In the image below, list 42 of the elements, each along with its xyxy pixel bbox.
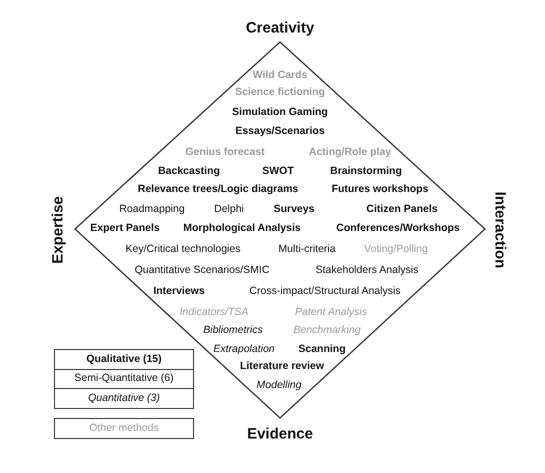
method-label: Delphi: [214, 204, 244, 216]
method-label: Science fictioning: [235, 87, 325, 99]
method-label: Indicators/TSA: [180, 307, 248, 319]
legend-entry: Qualitative (15): [54, 349, 194, 370]
method-label: Key/Critical technologies: [126, 244, 240, 256]
method-label: Morphological Analysis: [183, 223, 301, 235]
method-label: Simulation Gaming: [232, 107, 328, 119]
axis-label: Evidence: [247, 426, 313, 442]
method-label: Backcasting: [158, 166, 220, 178]
method-label: Wild Cards: [252, 70, 308, 82]
axis-label: Interaction: [492, 192, 508, 268]
legend-entry: Quantitative (3): [54, 389, 194, 409]
method-label: Futures workshops: [332, 184, 428, 196]
axis-label: Creativity: [246, 20, 314, 36]
method-label: Brainstorming: [330, 166, 402, 178]
axis-label: Expertise: [50, 196, 66, 264]
method-label: Multi-criteria: [278, 244, 336, 256]
method-label: Conferences/Workshops: [336, 223, 460, 235]
method-label: Modelling: [256, 380, 302, 392]
method-label: Acting/Role play: [308, 147, 392, 159]
method-label: Essays/Scenarios: [235, 126, 325, 138]
method-label: Citizen Panels: [366, 204, 438, 216]
method-label: Benchmarking: [293, 325, 361, 337]
method-label: Roadmapping: [119, 204, 185, 216]
method-label: Bibliometrics: [203, 325, 263, 337]
method-label: Genius forecast: [185, 147, 265, 159]
method-label: Voting/Polling: [364, 244, 428, 256]
method-label: Relevance trees/Logic diagrams: [138, 184, 298, 196]
diamond-outline: [74, 41, 486, 419]
legend-entry: Other methods: [54, 418, 194, 439]
method-label: Extrapolation: [213, 344, 275, 356]
method-label: Expert Panels: [90, 223, 160, 235]
method-label: Surveys: [274, 204, 314, 216]
method-label: Interviews: [153, 286, 205, 298]
method-label: Cross-impact/Structural Analysis: [249, 286, 401, 298]
method-label: SWOT: [262, 166, 294, 178]
method-label: Stakeholders Analysis: [316, 265, 418, 277]
method-label: Scanning: [298, 344, 346, 356]
legend-entry: Semi-Quantitative (6): [54, 369, 194, 389]
method-label: Quantitative Scenarios/SMIC: [134, 265, 270, 277]
method-label: Literature review: [240, 361, 324, 373]
method-label: Patent Analysis: [295, 307, 367, 319]
